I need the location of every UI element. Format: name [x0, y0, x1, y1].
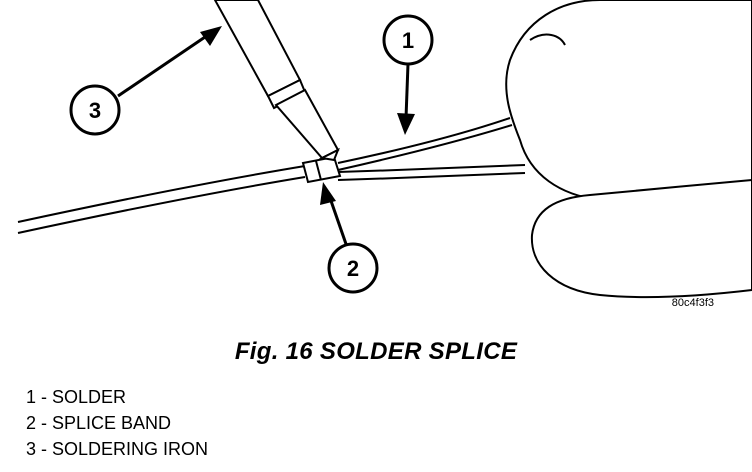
figure-code: 80c4f3f3	[672, 297, 714, 309]
right-wire	[337, 164, 526, 181]
soldering-iron	[213, 0, 340, 162]
figure-caption: Fig. 16 SOLDER SPLICE	[234, 338, 518, 365]
callout-3: 3	[69, 26, 222, 136]
finger-upper	[505, 0, 752, 204]
callout-2: 2	[320, 182, 379, 294]
legend-item-splice-band: 2 - SPLICE BAND	[26, 413, 172, 433]
callout-3-number: 3	[89, 98, 101, 123]
solder-splice-illustration: 3 1 2 80c4f3f3	[17, 0, 752, 309]
fingers	[505, 0, 752, 299]
solder-wire	[337, 117, 513, 171]
legend-item-soldering-iron: 3 - SOLDERING IRON	[26, 439, 209, 459]
legend: 1 - SOLDER 2 - SPLICE BAND 3 - SOLDERING…	[26, 384, 208, 462]
legend-item-solder: 1 - SOLDER	[26, 387, 127, 407]
callout-1-number: 1	[402, 28, 414, 53]
finger-crease	[529, 33, 566, 46]
left-wire	[17, 165, 306, 234]
splice-band	[301, 155, 342, 184]
finger-lower	[530, 178, 752, 299]
callout-1: 1	[382, 14, 434, 135]
callout-2-number: 2	[347, 256, 359, 281]
iron-handle	[213, 0, 302, 98]
iron-tip	[318, 147, 340, 162]
iron-barrel	[274, 88, 340, 160]
